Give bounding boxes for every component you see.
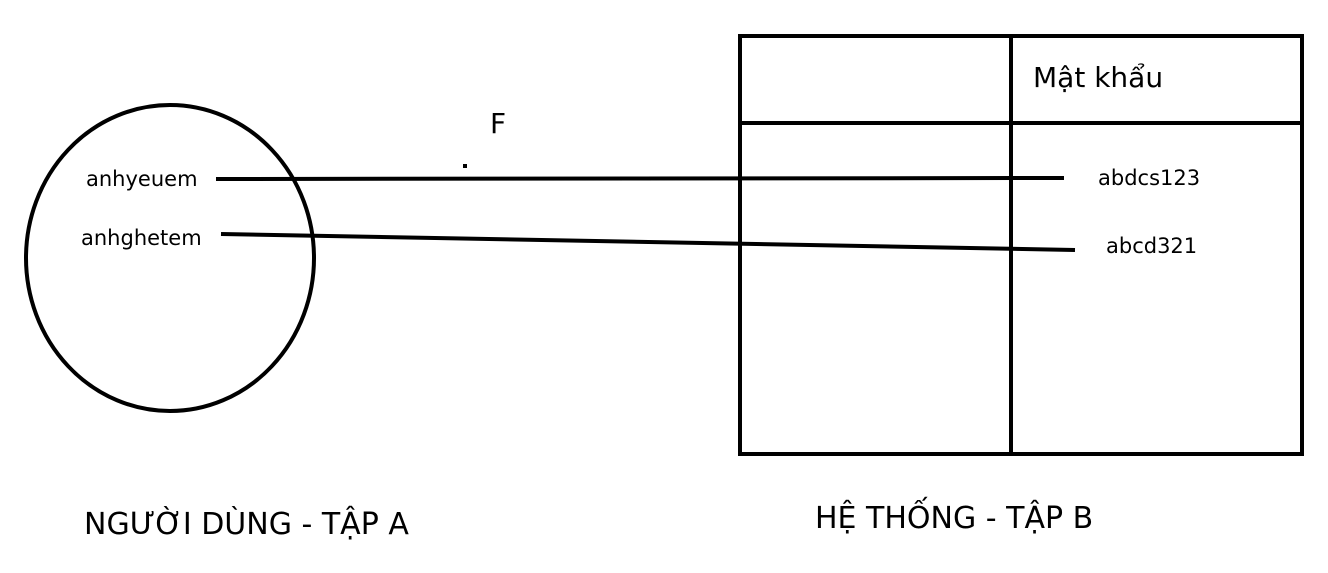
set-b-element-abdcs123: abdcs123 (1098, 166, 1201, 190)
set-a-element-anhghetem: anhghetem (81, 226, 202, 250)
set-a-ellipse (24, 103, 316, 413)
function-dot (463, 164, 467, 168)
set-b-caption: HỆ THỐNG - TẬP B (815, 501, 1094, 536)
set-a-element-anhyeuem: anhyeuem (86, 167, 198, 191)
function-label: F (490, 107, 507, 140)
set-b-element-abcd321: abcd321 (1106, 234, 1198, 258)
set-b-column-header: Mật khẩu (1033, 61, 1164, 94)
set-a-caption: NGƯỜI DÙNG - TẬP A (84, 507, 409, 542)
mapping-line-1 (215, 176, 1065, 181)
mapping-line-2 (220, 232, 1076, 252)
